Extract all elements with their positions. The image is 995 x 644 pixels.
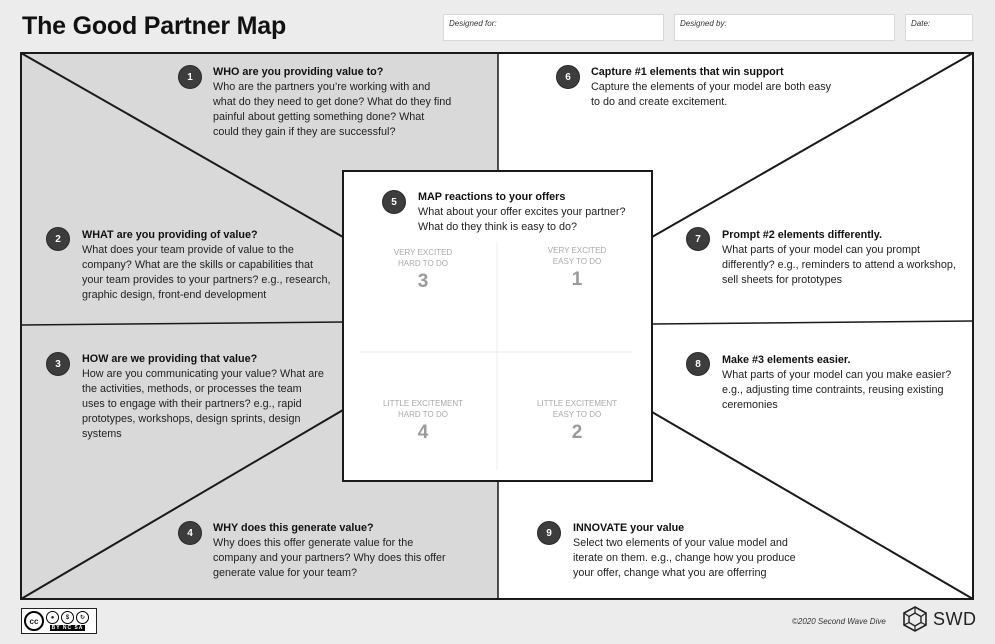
quadrant-label: VERY EXCITED — [547, 246, 607, 255]
cc-terms: BY NC SA — [49, 625, 86, 631]
cc-sa-label: SA — [74, 625, 84, 631]
diagonal-right-bottom — [651, 411, 974, 600]
diagonal-left-top — [20, 52, 344, 238]
section-body: Why does this offer generate value for t… — [213, 537, 446, 579]
quadrant-number: 4 — [417, 422, 429, 443]
section-map: MAP reactions to your offers What about … — [418, 190, 646, 235]
section-how: HOW are we providing that value? How are… — [82, 352, 327, 442]
designed-for-field[interactable]: Designed for: — [443, 14, 664, 41]
step-badge-2: 2 — [46, 227, 70, 251]
step-badge-3: 3 — [46, 352, 70, 376]
section-why: WHY does this generate value? Why does t… — [213, 521, 453, 581]
section-who: WHO are you providing value to? Who are … — [213, 65, 453, 140]
section-innovate: INNOVATE your value Select two elements … — [573, 521, 818, 581]
divider-left — [20, 321, 344, 326]
step-badge-7: 7 — [686, 227, 710, 251]
step-badge-9: 9 — [537, 521, 561, 545]
section-capture: Capture #1 elements that win support Cap… — [591, 65, 841, 110]
quadrant-label: LITTLE EXCITEMENT — [382, 399, 463, 408]
section-body: Who are the partners you’re working with… — [213, 81, 452, 138]
section-body: What about your offer excites your partn… — [418, 206, 626, 233]
section-what: WHAT are you providing of value? What do… — [82, 228, 332, 303]
quadrant-number: 3 — [417, 271, 429, 292]
quadrant-top-right: VERY EXCITED EASY TO DO 1 — [512, 245, 642, 293]
quadrant-label: VERY EXCITED — [393, 248, 453, 257]
cc-nc-label: NC — [62, 625, 73, 631]
section-body: How are you communicating your value? Wh… — [82, 368, 324, 440]
quadrant-label: LITTLE EXCITEMENT — [536, 399, 617, 408]
noncommercial-icon: $ — [61, 611, 74, 624]
section-body: What does your team provide of value to … — [82, 244, 331, 301]
quadrant-label: HARD TO DO — [398, 410, 448, 419]
step-badge-4: 4 — [178, 521, 202, 545]
quadrant-bottom-right: LITTLE EXCITEMENT EASY TO DO 2 — [512, 398, 642, 446]
section-prompt: Prompt #2 elements differently. What par… — [722, 228, 962, 288]
diagonal-left-bottom — [20, 409, 344, 600]
attribution-icon: ● — [46, 611, 59, 624]
outer-frame — [20, 52, 974, 600]
section-body: What parts of your model can you make ea… — [722, 369, 952, 411]
cc-condition-icons: ● $ ↻ — [46, 611, 89, 624]
swd-mark-icon — [903, 606, 927, 632]
copyright-text: ©2020 Second Wave Dive — [792, 617, 886, 626]
divider-right — [651, 320, 974, 325]
sharealike-icon: ↻ — [76, 611, 89, 624]
date-field[interactable]: Date: — [905, 14, 973, 41]
step-badge-1: 1 — [178, 65, 202, 89]
section-heading: WHAT are you providing of value? — [82, 229, 258, 241]
section-body: What parts of your model can you prompt … — [722, 244, 956, 286]
step-badge-8: 8 — [686, 352, 710, 376]
cc-by-label: BY — [51, 625, 61, 631]
section-heading: HOW are we providing that value? — [82, 353, 258, 365]
quadrant-label: EASY TO DO — [552, 257, 602, 266]
section-body: Capture the elements of your model are b… — [591, 81, 832, 108]
section-heading: Capture #1 elements that win support — [591, 66, 784, 78]
swd-logo-text: SWD — [933, 608, 977, 629]
section-body: Select two elements of your value model … — [573, 537, 796, 579]
quadrant-bottom-left: LITTLE EXCITEMENT HARD TO DO 4 — [358, 398, 488, 446]
section-heading: WHY does this generate value? — [213, 522, 374, 534]
creative-commons-badge[interactable]: cc ● $ ↻ BY NC SA — [21, 608, 97, 634]
section-heading: Make #3 elements easier. — [722, 354, 851, 366]
section-heading: MAP reactions to your offers — [418, 191, 566, 203]
quadrant-label: EASY TO DO — [552, 410, 602, 419]
quadrant-top-left: VERY EXCITED HARD TO DO 3 — [358, 247, 488, 295]
page-title: The Good Partner Map — [22, 12, 287, 40]
quadrant-label: HARD TO DO — [398, 259, 448, 268]
cc-conditions: ● $ ↻ BY NC SA — [46, 611, 89, 631]
cc-icon: cc — [24, 611, 44, 631]
swd-logo[interactable]: SWD — [902, 606, 977, 632]
quadrant-number: 1 — [571, 269, 583, 290]
section-heading: INNOVATE your value — [573, 522, 685, 534]
step-badge-6: 6 — [556, 65, 580, 89]
step-badge-5: 5 — [382, 190, 406, 214]
section-easier: Make #3 elements easier. What parts of y… — [722, 353, 967, 413]
quadrant-number: 2 — [571, 422, 583, 443]
diagonal-right-top — [651, 52, 974, 238]
section-heading: Prompt #2 elements differently. — [722, 229, 882, 241]
section-heading: WHO are you providing value to? — [213, 66, 384, 78]
designed-by-field[interactable]: Designed by: — [674, 14, 895, 41]
